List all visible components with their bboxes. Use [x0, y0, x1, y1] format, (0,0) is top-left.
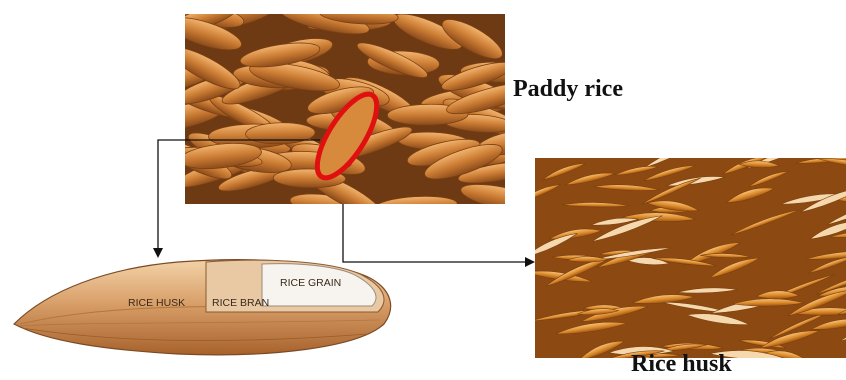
paddy-rice-photo [185, 14, 505, 204]
rice-grain-structure-diagram: RICE HUSK RICE BRAN RICE GRAIN [8, 250, 400, 362]
rice-bran-part-label: RICE BRAN [212, 297, 269, 309]
rice-husk-photo [535, 158, 846, 358]
rice-husk-flakes [535, 158, 846, 358]
paddy-rice-grains [185, 14, 505, 204]
rice-husk-label: Rice husk [631, 351, 732, 378]
paddy-rice-label: Paddy rice [513, 76, 623, 103]
rice-grain-part-label: RICE GRAIN [280, 277, 341, 289]
rice-husk-part-label: RICE HUSK [128, 297, 185, 309]
